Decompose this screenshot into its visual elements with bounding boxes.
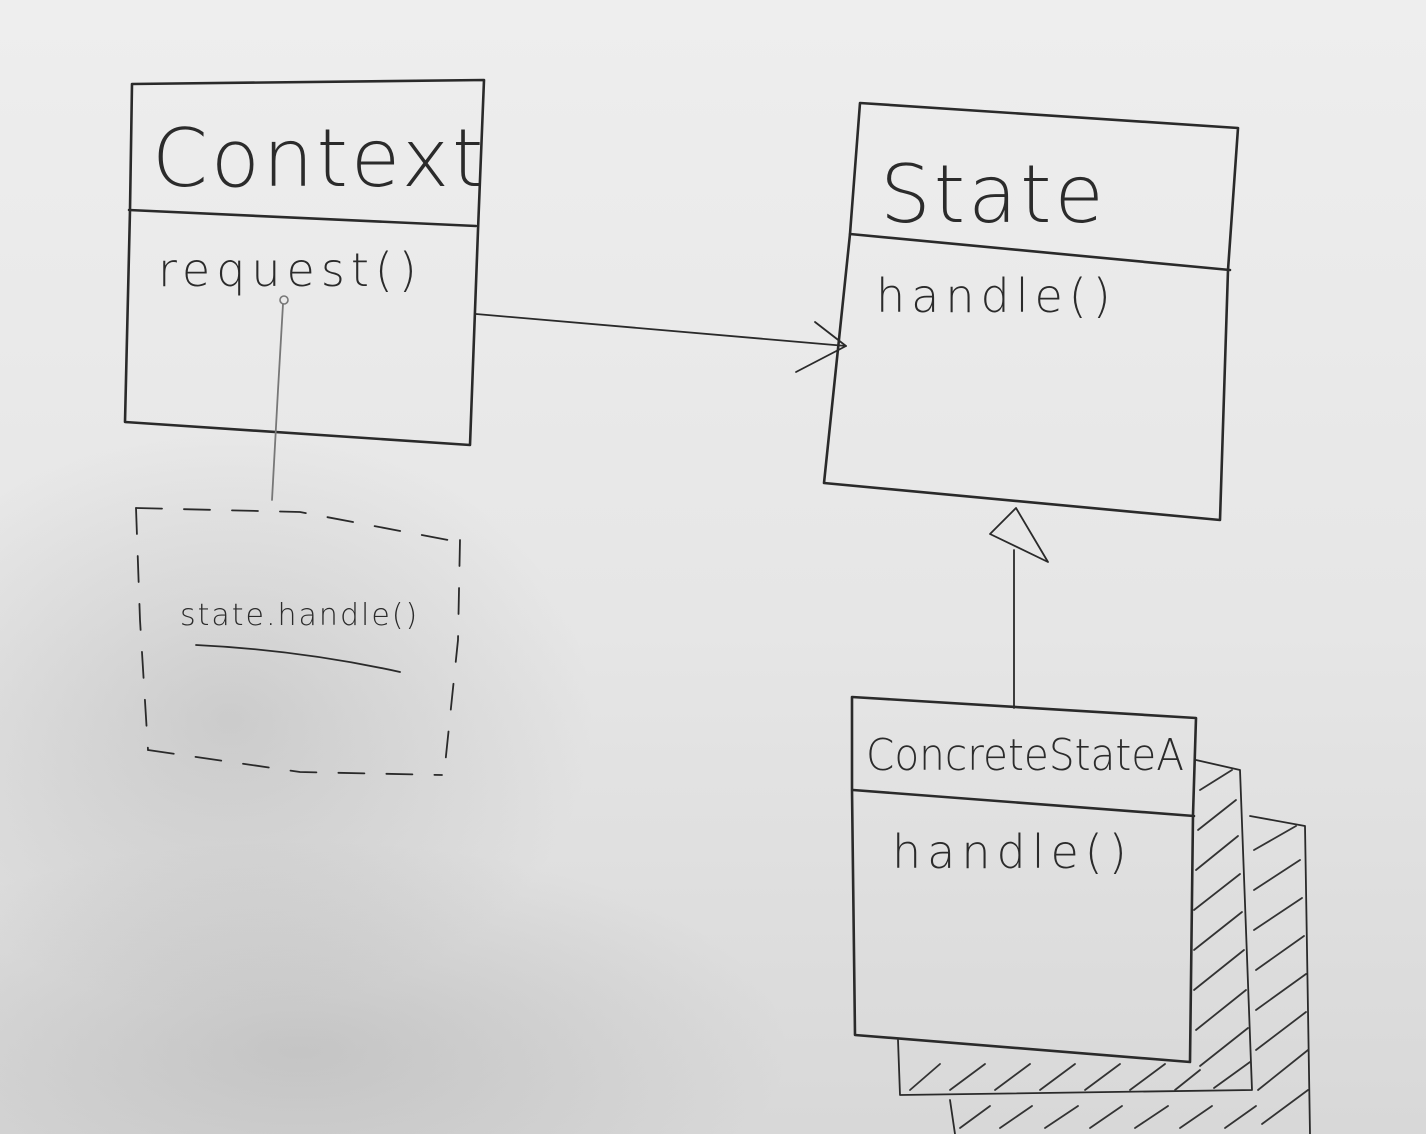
concrete-state-a-name: ConcreteStateA bbox=[866, 730, 1184, 781]
hatching bbox=[909, 769, 1309, 1129]
concrete-state-a-class: ConcreteStateA handle() bbox=[850, 695, 1198, 1064]
context-class: Context request() bbox=[123, 78, 486, 447]
state-class: State handle() bbox=[822, 101, 1240, 522]
context-request-method: request() bbox=[158, 243, 423, 297]
inheritance-arrow bbox=[989, 507, 1049, 709]
state-handle-method: handle() bbox=[876, 269, 1117, 323]
note-box: state.handle() bbox=[135, 507, 461, 776]
inheritance-triangle bbox=[989, 507, 1049, 563]
concrete-state-stack-shadow bbox=[897, 759, 1311, 1134]
state-class-name: State bbox=[880, 148, 1107, 241]
concrete-state-a-handle-method: handle() bbox=[892, 825, 1133, 879]
note-underline bbox=[195, 644, 401, 673]
association-arrow bbox=[475, 313, 847, 373]
note-text: state.handle() bbox=[180, 598, 419, 633]
note-connector bbox=[271, 295, 289, 501]
context-class-name: Context bbox=[152, 112, 486, 205]
arrow-head bbox=[795, 321, 847, 373]
